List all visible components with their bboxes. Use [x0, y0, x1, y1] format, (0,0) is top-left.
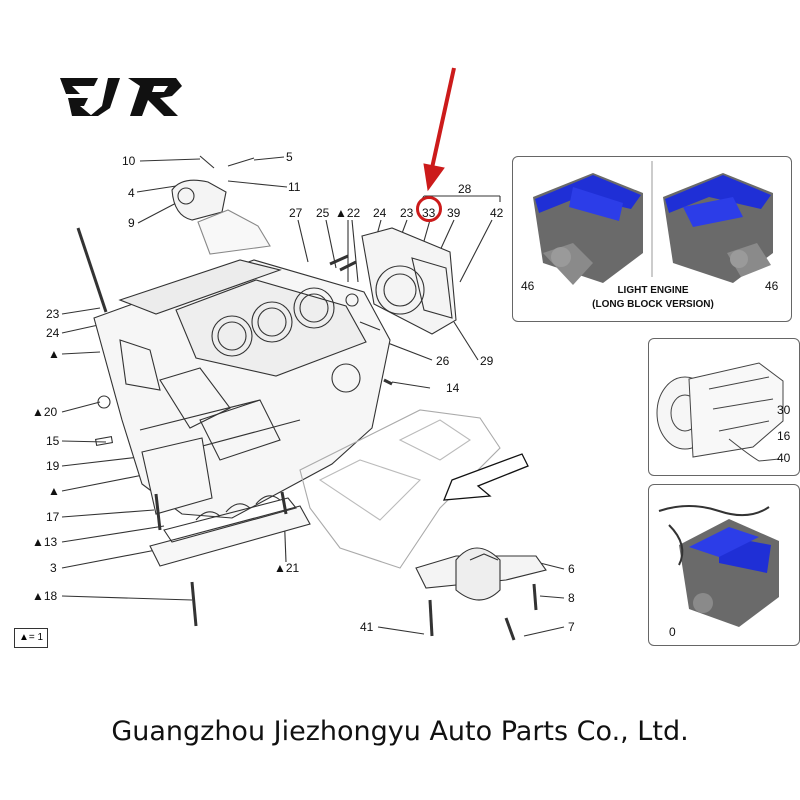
harness-callout-0: 0: [669, 625, 676, 639]
legend-quantity-key: ▲= 1: [14, 628, 48, 648]
callout-28: 28: [458, 182, 472, 196]
transmission-callout-30: 30: [777, 403, 791, 417]
engine-panel-callout-46-left: 46: [521, 279, 535, 293]
transmission-panel: 30 16 40: [648, 338, 800, 476]
callout-18: ▲18: [32, 589, 58, 603]
callout-19: 19: [46, 459, 60, 473]
transmission-callout-40: 40: [777, 451, 791, 465]
callout-21: ▲21: [274, 561, 300, 575]
callout-14: 14: [446, 381, 460, 395]
callout-42: 42: [490, 206, 504, 220]
callout-33: 33: [422, 206, 436, 220]
callout-6: 6: [568, 562, 575, 576]
engine-caption-line2: (LONG BLOCK VERSION): [592, 299, 714, 310]
callout-27: 27: [289, 206, 303, 220]
callout-23-left: 23: [46, 307, 60, 321]
long-block-engine-panel: 46 46 LIGHT ENGINE (LONG BLOCK VERSION): [512, 156, 792, 322]
callout-9: 9: [128, 216, 135, 230]
callout-13: ▲13: [32, 535, 58, 549]
callout-17: 17: [46, 510, 60, 524]
callout-24-top: 24: [373, 206, 387, 220]
callout-triangle-left: ▲: [48, 347, 60, 361]
callout-20: ▲20: [32, 405, 58, 419]
callout-5: 5: [286, 150, 293, 164]
harness-engine-render: [658, 505, 779, 627]
part-33-highlight-circle: [416, 196, 442, 222]
callout-11: 11: [288, 180, 301, 194]
transmission-drawing: [656, 362, 784, 462]
callout-26: 26: [436, 354, 450, 368]
callout-10: 10: [122, 154, 136, 168]
callout-22: ▲22: [335, 206, 361, 220]
transmission-callout-16: 16: [777, 429, 791, 443]
callout-15: 15: [46, 434, 60, 448]
callout-triangle-bedplate: ▲: [48, 484, 60, 498]
callout-7: 7: [568, 620, 575, 634]
callout-4: 4: [128, 186, 135, 200]
callout-8: 8: [568, 591, 575, 605]
ejr-logo: [60, 78, 182, 116]
callout-3: 3: [50, 561, 57, 575]
engine-panel-callout-46-right: 46: [765, 279, 779, 293]
callout-29: 29: [480, 354, 494, 368]
callout-25: 25: [316, 206, 330, 220]
callout-23-top: 23: [400, 206, 414, 220]
callout-41: 41: [360, 620, 374, 634]
callout-39: 39: [447, 206, 461, 220]
company-footer: Guangzhou Jiezhongyu Auto Parts Co., Ltd…: [111, 716, 689, 747]
engine-render-images: [533, 161, 773, 285]
engine-caption-line1: LIGHT ENGINE: [617, 285, 689, 296]
callout-24-left: 24: [46, 326, 60, 340]
wiring-harness-panel: 0: [648, 484, 800, 646]
